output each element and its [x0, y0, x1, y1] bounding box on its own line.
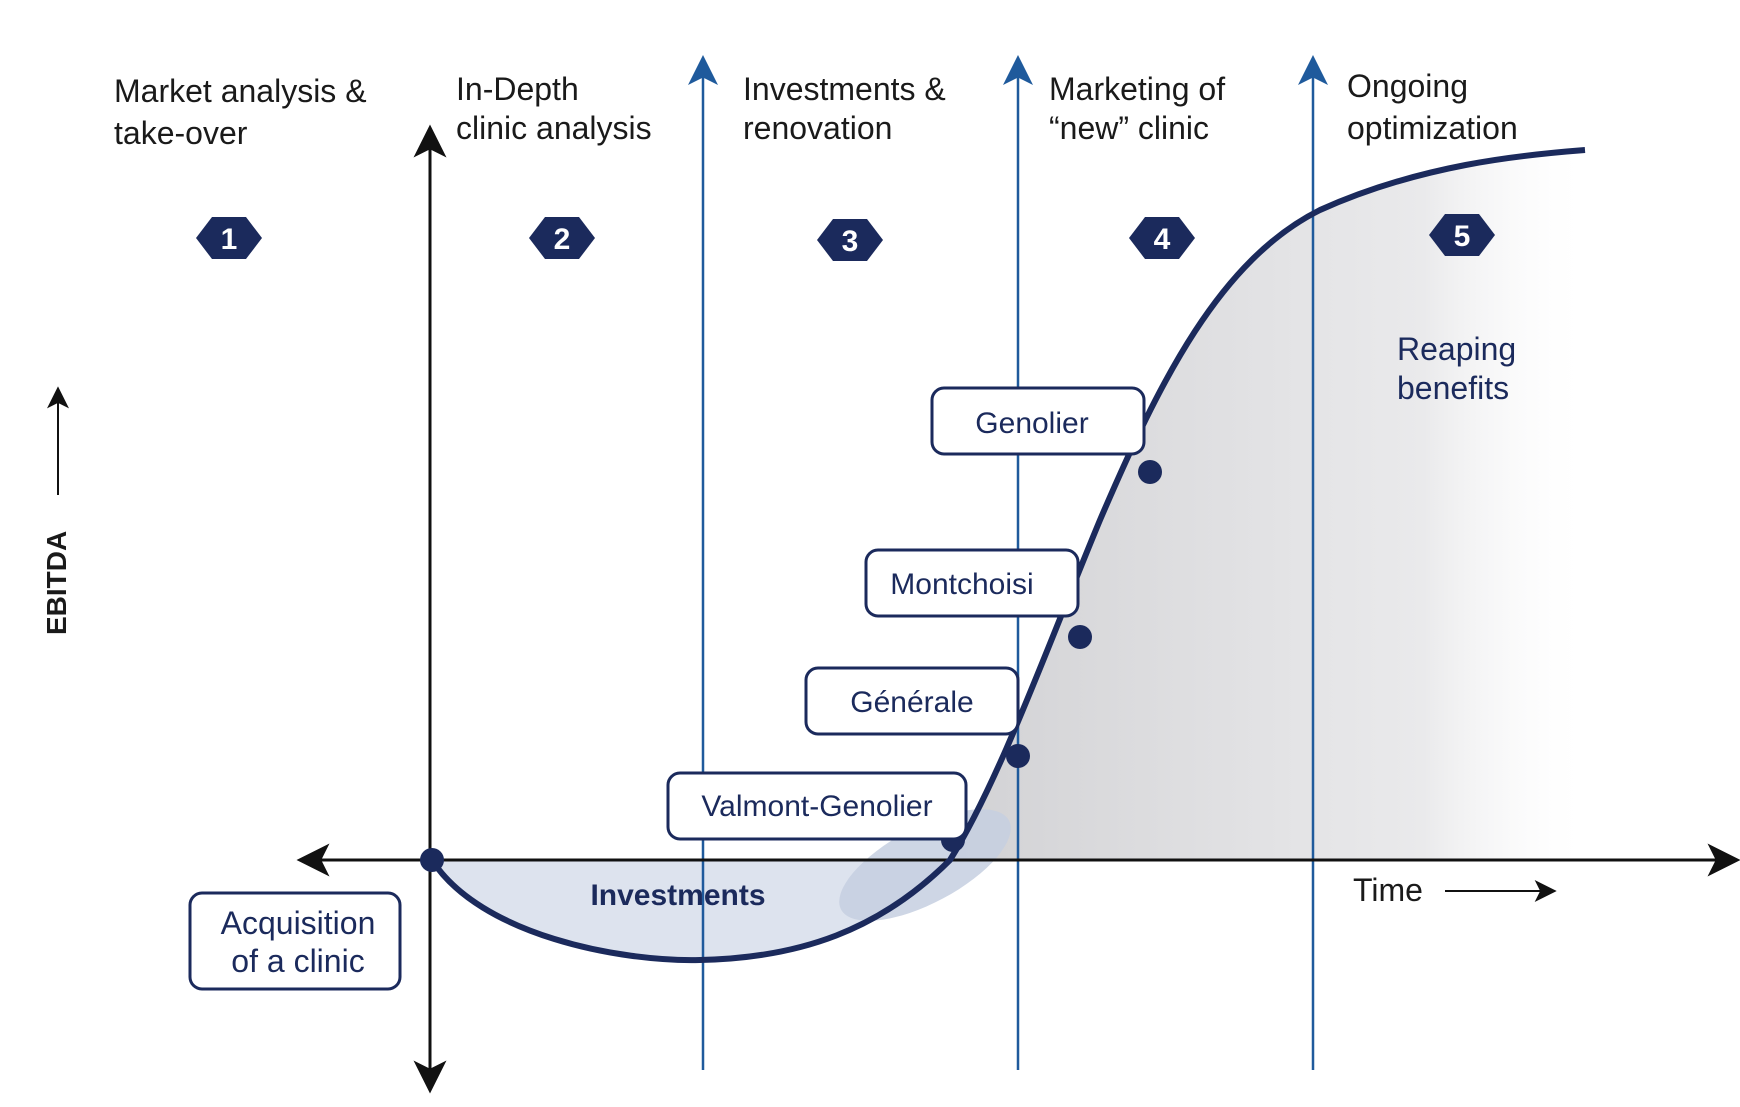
- acquisition-line: Acquisition: [221, 905, 376, 941]
- phase-number: 4: [1154, 223, 1171, 256]
- phase-title-line: In-Depth: [456, 71, 579, 107]
- generale-point: [1006, 744, 1030, 768]
- reaping-benefits-label: Reaping benefits: [1397, 331, 1516, 406]
- phase-title-line: Ongoing: [1347, 68, 1468, 104]
- acquisition-box: Acquisition of a clinic: [188, 891, 402, 991]
- phase-title-line: renovation: [743, 110, 892, 146]
- benefit-area: [950, 150, 1580, 860]
- phase-number: 5: [1454, 220, 1471, 253]
- phase-title-2: In-Depth clinic analysis: [456, 71, 652, 146]
- clinic-box-montchoisi: Montchoisi: [864, 548, 1080, 618]
- clinic-name: Valmont-Genolier: [701, 790, 932, 823]
- reaping-line: Reaping: [1397, 331, 1516, 367]
- phase-badge-5: 5: [1429, 214, 1495, 256]
- phase-title-line: Market analysis &: [114, 73, 367, 109]
- phase-title-line: clinic analysis: [456, 110, 652, 146]
- hexagon-icon: [196, 217, 262, 259]
- acquisition-point: [420, 848, 444, 872]
- phase-badge-3: 3: [817, 219, 883, 261]
- hexagon-icon: [817, 219, 883, 261]
- hexagon-icon: [1429, 214, 1495, 256]
- clinic-box-generale: Générale: [804, 666, 1020, 736]
- phase-number: 3: [842, 225, 859, 258]
- investment-area: [432, 860, 950, 961]
- genolier-point: [1138, 460, 1162, 484]
- investments-label: Investments: [590, 879, 765, 912]
- y-axis-label: EBITDA: [41, 531, 72, 635]
- hexagon-icon: [529, 217, 595, 259]
- phase-title-line: take-over: [114, 115, 248, 151]
- montchoisi-point: [1068, 625, 1092, 649]
- phase-title-line: “new” clinic: [1049, 110, 1209, 146]
- phase-number: 1: [221, 223, 238, 256]
- clinic-box-genolier: Genolier: [930, 386, 1146, 456]
- phase-badge-4: 4: [1129, 217, 1195, 259]
- x-axis-label: Time: [1353, 872, 1423, 908]
- ebitda-curve: [429, 147, 1586, 964]
- clinic-name: Genolier: [975, 407, 1088, 440]
- phase-title-3: Investments & renovation: [743, 71, 946, 146]
- acquisition-line: of a clinic: [231, 943, 364, 979]
- phase-badge-1: 1: [196, 217, 262, 259]
- phase-title-5: Ongoing optimization: [1347, 68, 1518, 146]
- phase-number: 2: [554, 223, 571, 256]
- reaping-line: benefits: [1397, 370, 1509, 406]
- phase-title-line: Investments &: [743, 71, 946, 107]
- phase-title-line: Marketing of: [1049, 71, 1225, 107]
- clinic-name: Générale: [850, 686, 973, 719]
- phase-title-line: optimization: [1347, 110, 1518, 146]
- clinic-box-valmont-genolier: Valmont-Genolier: [666, 771, 968, 841]
- phase-title-4: Marketing of “new” clinic: [1049, 71, 1225, 146]
- phase-badge-2: 2: [529, 217, 595, 259]
- clinic-name: Montchoisi: [890, 568, 1033, 601]
- phase-title-1: Market analysis & take-over: [114, 73, 367, 151]
- hexagon-icon: [1129, 217, 1195, 259]
